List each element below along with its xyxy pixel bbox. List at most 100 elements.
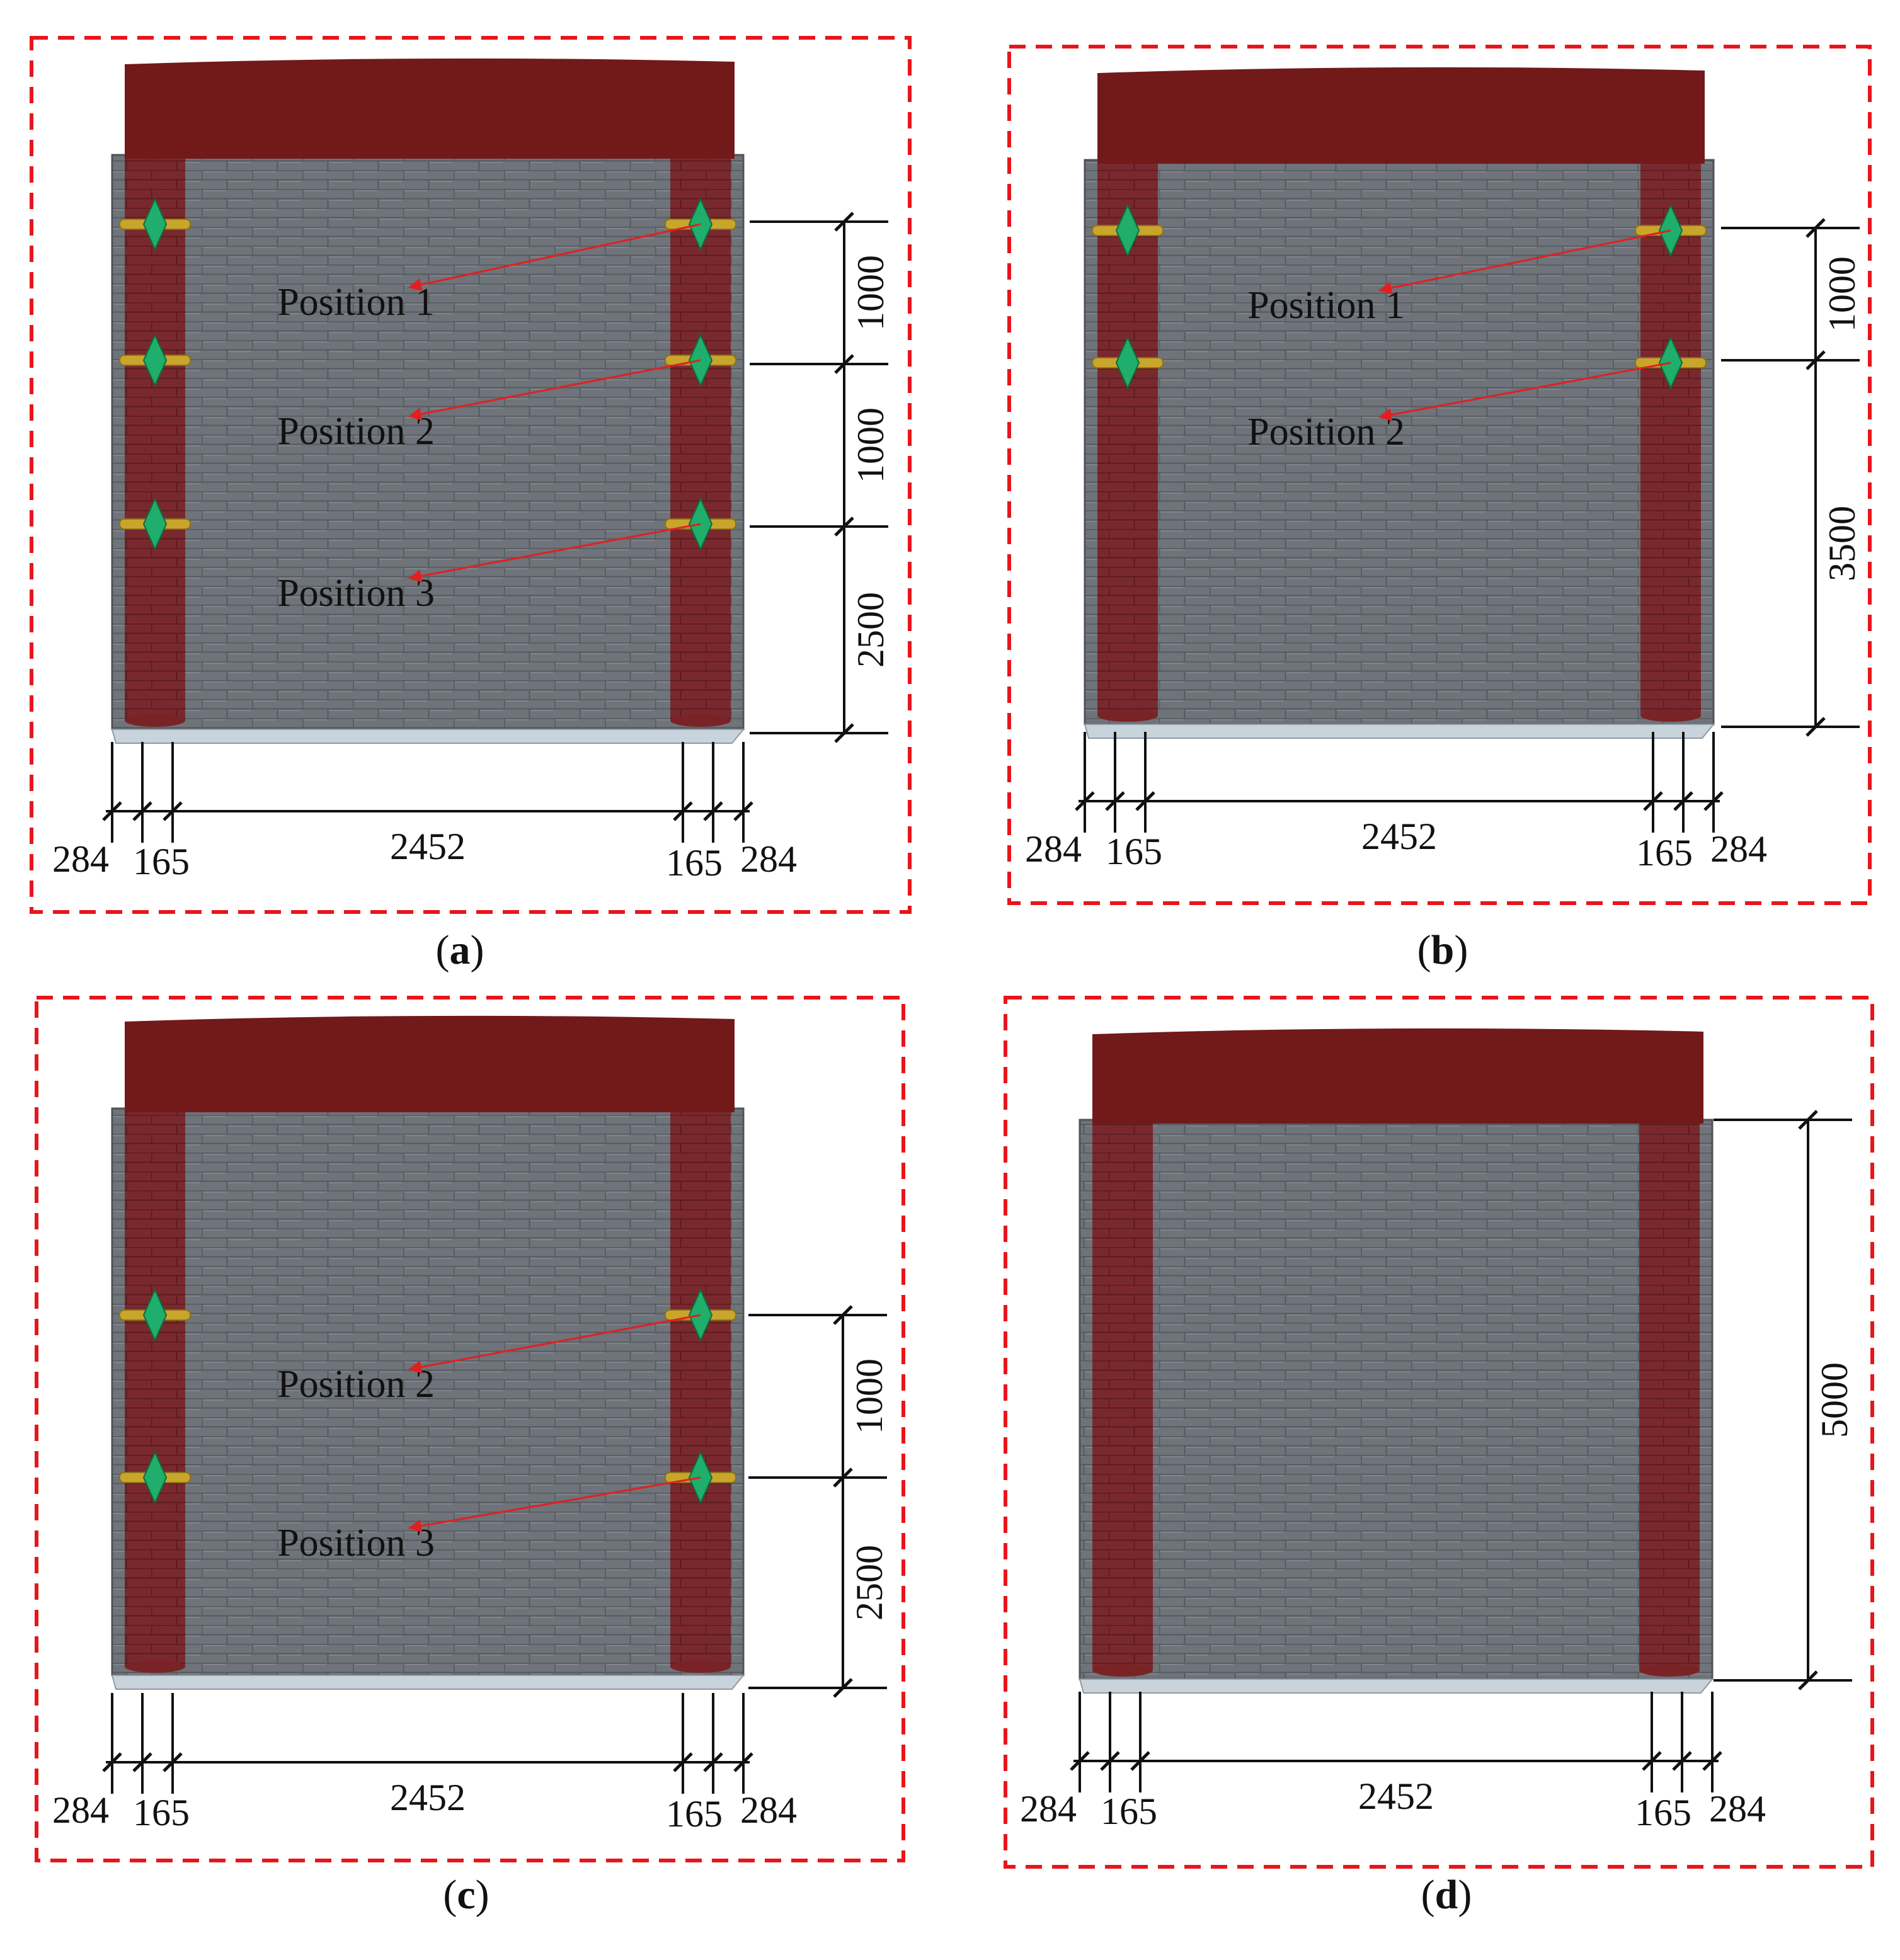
horizontal-dimension-label: 284 xyxy=(52,838,109,880)
tick-mark xyxy=(673,1752,693,1772)
panel-frame xyxy=(35,996,905,1862)
horizontal-dimension-label: 165 xyxy=(133,1792,190,1833)
ring-beam xyxy=(1092,1028,1703,1124)
horizontal-dimension-label: 165 xyxy=(1635,1792,1691,1833)
caption-letter: d xyxy=(1435,1872,1458,1918)
caption-letter: a xyxy=(450,927,471,973)
base-slab xyxy=(1084,724,1715,739)
ring-beam xyxy=(125,1015,735,1112)
green-diamond-icon xyxy=(1115,203,1140,258)
column-foot xyxy=(1097,709,1158,722)
tick-mark xyxy=(703,801,723,821)
horizontal-dimension-label: 284 xyxy=(740,1789,797,1831)
tick-mark xyxy=(1070,1751,1090,1771)
green-diamond-icon xyxy=(142,497,168,551)
tick-mark xyxy=(1702,1751,1722,1771)
green-diamond-icon xyxy=(142,1288,168,1342)
left-column xyxy=(1092,1120,1153,1670)
green-diamond-icon xyxy=(142,197,168,251)
horizontal-dimension-label: 165 xyxy=(133,841,190,882)
column-foot xyxy=(670,1660,731,1673)
tick-mark xyxy=(1673,791,1693,811)
horizontal-dimension-label: 165 xyxy=(1636,832,1693,874)
position-arrow xyxy=(408,1314,701,1374)
vertical-dimension-label: 1000 xyxy=(1821,256,1863,332)
vertical-dimension-label: 1000 xyxy=(850,255,891,331)
tick-mark xyxy=(733,801,753,821)
tick-mark xyxy=(703,1752,723,1772)
horizontal-dimension-label: 284 xyxy=(1709,1788,1766,1830)
tick-mark xyxy=(673,801,693,821)
base-slab xyxy=(111,1675,745,1690)
brick-wall xyxy=(1079,1119,1714,1680)
caption-paren: ( xyxy=(1417,927,1431,973)
horizontal-dimension-label: 284 xyxy=(1025,828,1082,870)
tick-mark xyxy=(1643,791,1663,811)
column-foot xyxy=(125,1660,185,1673)
tick-mark xyxy=(1075,791,1095,811)
left-column xyxy=(125,1108,185,1667)
horizontal-dimension-label: 284 xyxy=(52,1789,109,1831)
caption-paren: ( xyxy=(443,1872,457,1918)
column-foot xyxy=(1640,709,1701,722)
horizontal-dimension-label: 2452 xyxy=(390,826,466,867)
tick-mark xyxy=(834,516,854,537)
tick-mark xyxy=(102,801,122,821)
green-diamond-icon xyxy=(142,333,168,387)
vertical-dimension-label: 3500 xyxy=(1821,506,1863,581)
caption-paren: ) xyxy=(1458,1872,1472,1918)
right-column xyxy=(670,1108,731,1667)
tick-mark xyxy=(1105,791,1125,811)
green-diamond-icon xyxy=(142,1450,168,1505)
column-foot xyxy=(670,714,731,727)
caption-paren: ) xyxy=(476,1872,489,1918)
horizontal-dimension-label: 2452 xyxy=(390,1777,466,1818)
vertical-dimension-label: 5000 xyxy=(1814,1362,1855,1438)
tick-mark xyxy=(833,1678,853,1698)
panel-caption: (d) xyxy=(1421,1872,1472,1918)
green-diamond-icon xyxy=(1115,336,1140,390)
position-arrow xyxy=(408,223,701,292)
tick-mark xyxy=(1100,1751,1120,1771)
horizontal-dimension-label: 284 xyxy=(1710,828,1767,870)
caption-paren: ) xyxy=(1454,927,1468,973)
tick-mark xyxy=(833,1467,853,1488)
tick-mark xyxy=(163,801,183,821)
horizontal-dimension-label: 165 xyxy=(666,842,723,884)
horizontal-dimension-label: 284 xyxy=(1020,1788,1077,1830)
right-column xyxy=(1639,1120,1700,1670)
tick-mark xyxy=(833,1305,853,1325)
tick-mark xyxy=(1798,1110,1818,1130)
tick-mark xyxy=(834,212,854,232)
position-arrow xyxy=(408,523,701,583)
horizontal-dimension-label: 2452 xyxy=(1361,816,1437,857)
caption-paren: ( xyxy=(436,927,450,973)
column-foot xyxy=(125,714,185,727)
tick-mark xyxy=(132,801,152,821)
tick-mark xyxy=(733,1752,753,1772)
panel-frame xyxy=(1007,45,1872,905)
tick-mark xyxy=(102,1752,122,1772)
column-foot xyxy=(1639,1664,1700,1677)
tick-mark xyxy=(1135,791,1155,811)
ring-beam xyxy=(1097,67,1705,164)
vertical-dimension-label: 2500 xyxy=(850,592,891,668)
vertical-dimension-label: 1000 xyxy=(849,1359,890,1434)
panel-frame xyxy=(30,36,912,914)
vertical-dimension-label: 1000 xyxy=(850,407,891,483)
tick-mark xyxy=(1703,791,1724,811)
position-arrow xyxy=(1378,362,1671,421)
tick-mark xyxy=(1672,1751,1692,1771)
caption-letter: b xyxy=(1431,927,1455,973)
brick-wall xyxy=(111,1107,745,1677)
position-arrow xyxy=(408,1476,701,1533)
vertical-dimension-label: 2500 xyxy=(849,1545,890,1621)
tick-mark xyxy=(1798,1670,1818,1690)
panel-caption: (c) xyxy=(443,1872,489,1918)
column-foot xyxy=(1092,1664,1153,1677)
ring-beam xyxy=(125,58,735,159)
